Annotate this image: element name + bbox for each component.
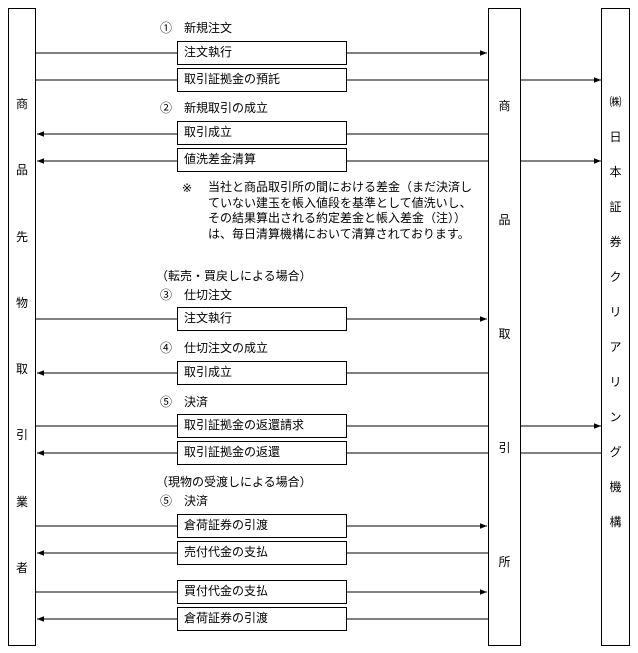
note-mark: ※ <box>182 181 193 195</box>
step-5-settlement-delivery: ⑤ 決済 <box>160 494 209 508</box>
column-label-char: 取 <box>498 327 511 341</box>
column-label-char: グ <box>609 445 622 459</box>
box-margin-return: 取引証拠金の返還 <box>177 441 347 465</box>
box-close-order-execution: 注文執行 <box>177 307 347 331</box>
column-label-char: 先 <box>15 229 28 244</box>
column-label-char: リ <box>609 305 622 319</box>
step-1-new-order: ① 新規注文 <box>160 21 233 35</box>
box-trade-established: 取引成立 <box>177 121 347 145</box>
box-purchase-payment: 買付代金の支払 <box>177 580 347 604</box>
step-2-new-trade: ② 新規取引の成立 <box>160 101 269 115</box>
column-label-char: 券 <box>609 235 622 249</box>
column-label-char: 引 <box>498 441 511 455</box>
column-label-char: リ <box>609 375 622 389</box>
column-label-char: 品 <box>15 163 28 178</box>
exchange-label: 商品取引所 <box>488 100 521 568</box>
step-5-settlement: ⑤ 決済 <box>160 395 209 409</box>
box-warehouse-receipt-delivery-1: 倉荷証券の引渡 <box>177 514 347 538</box>
column-label-char: ㈱ <box>609 95 622 109</box>
column-label-char: 取 <box>15 362 28 377</box>
box-mark-to-market: 値洗差金清算 <box>177 148 347 172</box>
box-margin-return-request: 取引証拠金の返還請求 <box>177 414 347 438</box>
column-label-char: 機 <box>609 480 622 494</box>
box-sale-payment: 売付代金の支払 <box>177 541 347 565</box>
step-4-close-trade: ④ 仕切注文の成立 <box>160 341 269 355</box>
section-resale-buyback: （転売・買戻しによる場合） <box>156 269 312 283</box>
column-label-char: 商 <box>498 99 511 113</box>
column-label-char: 商 <box>15 97 28 111</box>
exchange-column <box>488 8 521 646</box>
column-label-char: ン <box>609 410 622 424</box>
column-label-char: 所 <box>498 555 511 569</box>
clearing-house-column <box>601 8 630 646</box>
step-3-close-order: ③ 仕切注文 <box>160 288 233 302</box>
column-label-char: 者 <box>15 560 28 575</box>
column-label-char: 業 <box>15 494 28 509</box>
clearing-house-label: ㈱日本証券クリアリング機構 <box>601 96 630 528</box>
column-label-char: 本 <box>609 165 622 179</box>
box-order-execution: 注文執行 <box>177 41 347 65</box>
column-label-char: 証 <box>609 200 622 214</box>
box-margin-deposit: 取引証拠金の預託 <box>177 68 347 92</box>
column-label-char: 日 <box>609 130 622 144</box>
column-label-char: 品 <box>498 213 511 227</box>
box-close-trade-established: 取引成立 <box>177 361 347 385</box>
column-label-char: 物 <box>15 295 28 310</box>
futures-broker-label: 商品先物取引業者 <box>8 98 36 574</box>
section-physical-delivery: （現物の受渡しによる場合） <box>156 475 312 489</box>
column-label-char: ク <box>609 270 622 284</box>
note-text: 当社と商品取引所の間における差金（まだ決済していない建玉を帳入値段を基準として値… <box>208 180 473 241</box>
column-label-char: ア <box>609 340 622 354</box>
futures-broker-column <box>8 8 36 646</box>
box-warehouse-receipt-delivery-2: 倉荷証券の引渡 <box>177 607 347 631</box>
column-label-char: 引 <box>15 428 28 443</box>
column-label-char: 構 <box>609 515 622 529</box>
